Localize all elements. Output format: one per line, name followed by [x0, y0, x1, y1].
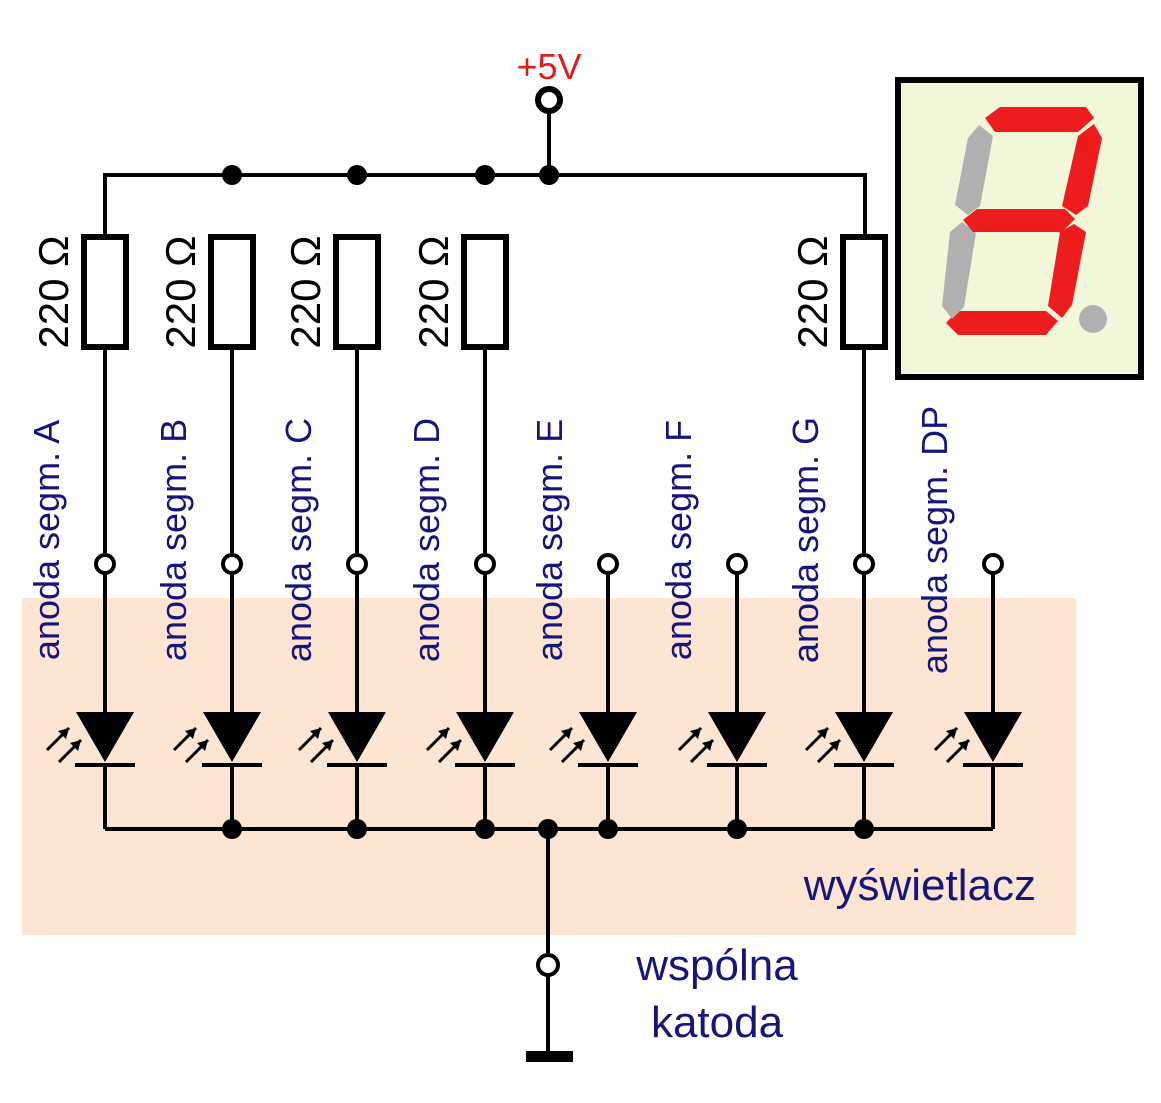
resistor-value-c: 220 Ω — [282, 235, 329, 348]
resistor-b — [208, 234, 256, 350]
led-ray-head-f-1 — [702, 740, 713, 751]
segment-b — [1062, 124, 1102, 215]
led-ray-head-dp-0 — [946, 728, 957, 739]
anode-terminal-d — [474, 553, 496, 575]
bottom-junction-6 — [854, 819, 874, 839]
anode-terminal-c — [346, 553, 368, 575]
led-ray-head-e-1 — [573, 740, 584, 751]
led-d — [456, 712, 514, 762]
bottom-junction-1 — [347, 819, 367, 839]
anode-label-f: anoda segm. F — [658, 420, 699, 660]
anode-label-b: anoda segm. B — [153, 419, 194, 661]
led-ray-head-dp-1 — [958, 740, 969, 751]
resistor-value-a: 220 Ω — [30, 235, 77, 348]
bottom-junction-0 — [222, 819, 242, 839]
led-ray-head-f-0 — [690, 728, 701, 739]
segment-f — [955, 125, 993, 215]
led-e — [579, 712, 637, 762]
segment-g — [963, 209, 1075, 232]
seven-segment-display — [895, 77, 1144, 380]
resistor-value-g: 220 Ω — [789, 235, 836, 348]
led-ray-head-e-0 — [561, 728, 572, 739]
bottom-junction-5 — [727, 819, 747, 839]
segment-dp — [1079, 305, 1107, 333]
anode-terminal-dp — [982, 553, 1004, 575]
anode-label-e: anoda segm. E — [529, 419, 570, 661]
top-junction-3 — [539, 165, 559, 185]
anode-label-g: anoda segm. G — [785, 417, 826, 663]
led-b — [203, 712, 261, 762]
anode-label-d: anoda segm. D — [406, 418, 447, 662]
led-dp — [964, 712, 1022, 762]
anode-label-a: anoda segm. A — [26, 420, 67, 660]
led-ray-head-d-1 — [450, 740, 461, 751]
segment-e — [942, 222, 976, 319]
led-c — [328, 712, 386, 762]
cathode-terminal — [536, 953, 560, 977]
segment-a — [985, 107, 1094, 132]
led-ray-head-b-1 — [197, 740, 208, 751]
led-ray-head-g-1 — [829, 740, 840, 751]
top-junction-1 — [347, 165, 367, 185]
top-junction-2 — [475, 165, 495, 185]
bottom-junction-4 — [598, 819, 618, 839]
resistor-value-b: 220 Ω — [157, 235, 204, 348]
channels: 220 Ω anoda segm. A 220 Ω anoda segm. B 220 … — [26, 234, 1023, 829]
led-g — [835, 712, 893, 762]
resistor-c — [333, 234, 381, 350]
junctions — [222, 165, 874, 839]
ground-symbol — [526, 1051, 573, 1062]
led-ray-head-b-0 — [185, 728, 196, 739]
bottom-junction-3 — [538, 819, 558, 839]
bottom-junction-2 — [475, 819, 495, 839]
resistor-g — [840, 234, 888, 350]
display-label: wyświetlacz — [803, 861, 1036, 910]
led-ray-head-g-0 — [817, 728, 828, 739]
led-f — [708, 712, 766, 762]
anode-terminal-a — [94, 553, 116, 575]
led-a — [76, 712, 134, 762]
resistor-a — [81, 234, 129, 350]
led-ray-head-a-1 — [70, 740, 81, 751]
anode-terminal-g — [853, 553, 875, 575]
led-ray-head-c-0 — [310, 728, 321, 739]
anode-terminal-e — [597, 553, 619, 575]
anode-label-c: anoda segm. C — [278, 418, 319, 662]
led-ray-head-d-0 — [438, 728, 449, 739]
segment-c — [1048, 224, 1086, 318]
led-ray-head-c-1 — [322, 740, 333, 751]
resistor-d — [461, 234, 509, 350]
led-ray-head-a-0 — [58, 728, 69, 739]
supply-terminal — [535, 86, 563, 114]
segment-d — [946, 311, 1058, 335]
supply-label: +5V — [516, 46, 581, 87]
anode-terminal-b — [221, 553, 243, 575]
common-cathode-label-line2: katoda — [651, 998, 784, 1047]
anode-label-dp: anoda segm. DP — [914, 406, 955, 674]
resistor-value-d: 220 Ω — [410, 235, 457, 348]
anode-terminal-f — [726, 553, 748, 575]
top-junction-0 — [222, 165, 242, 185]
common-cathode-label-line1: wspólna — [635, 941, 798, 990]
